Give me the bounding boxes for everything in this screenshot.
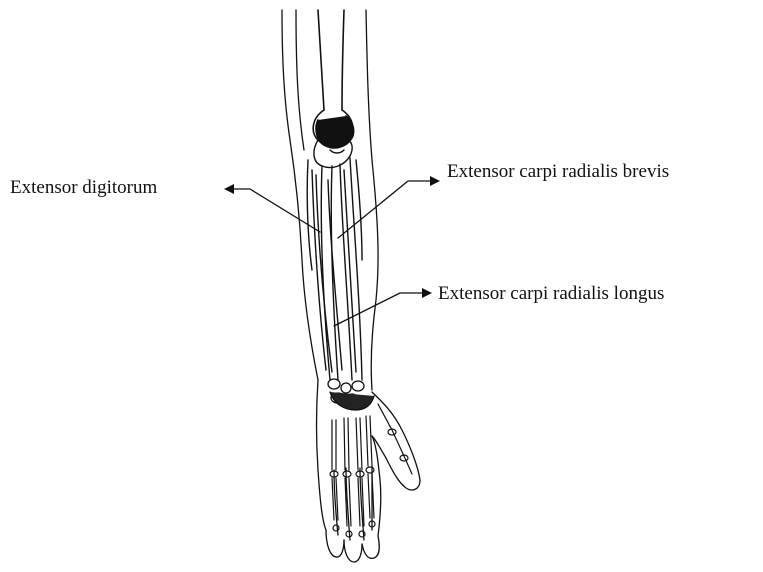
wrist-carpals	[328, 379, 374, 410]
label-extensor-digitorum: Extensor digitorum	[10, 178, 157, 197]
label-extensor-carpi-radialis-longus: Extensor carpi radialis longus	[438, 284, 664, 303]
finger-bones	[330, 404, 412, 537]
arrowhead-extensor-carpi-radialis-longus	[422, 288, 432, 298]
arm-outline	[282, 10, 378, 390]
forearm-bones	[307, 158, 362, 380]
arrowhead-extensor-digitorum	[224, 184, 234, 194]
humerus-bone	[313, 10, 353, 148]
label-extensor-carpi-radialis-brevis: Extensor carpi radialis brevis	[447, 162, 669, 181]
arrowhead-extensor-carpi-radialis-brevis	[430, 176, 440, 186]
